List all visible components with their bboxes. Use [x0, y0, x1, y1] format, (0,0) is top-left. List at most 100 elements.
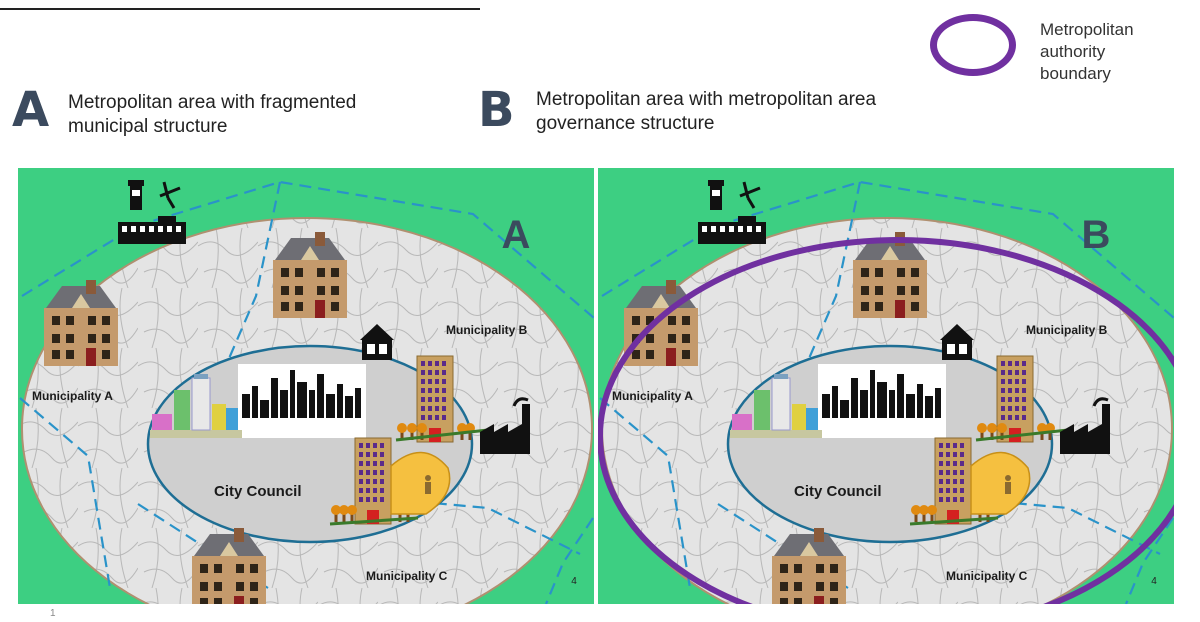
corner-number: 4	[571, 576, 577, 587]
corner-number: 4	[1151, 576, 1157, 587]
heading-a-line1: Metropolitan area with fragmented	[68, 92, 357, 113]
heading-a-line2: municipal structure	[68, 116, 228, 137]
house-window	[200, 582, 208, 591]
house-window	[295, 268, 303, 277]
label-municipality-c: Municipality C	[366, 569, 448, 583]
skyscraper-window	[1022, 379, 1026, 384]
house-chimney	[814, 528, 824, 542]
airplane-icon	[739, 181, 761, 209]
boundary-north	[601, 180, 1174, 319]
skyline-tower	[309, 390, 315, 418]
skyscraper-window	[960, 443, 964, 448]
skyscraper-window	[373, 452, 377, 457]
tree-trunk	[350, 512, 354, 522]
house-window	[331, 286, 339, 295]
terminal-roof	[738, 216, 756, 222]
factory-body	[480, 404, 530, 454]
house-door	[234, 596, 244, 604]
skyline-tower	[935, 388, 941, 418]
label-city-council: City Council	[794, 483, 882, 500]
shop-yellow	[212, 404, 226, 430]
tree	[417, 423, 427, 440]
house-window	[780, 582, 788, 591]
skyscraper-window	[380, 488, 384, 493]
skyscraper-window	[1015, 406, 1019, 411]
skyline-tower	[242, 394, 250, 418]
skyscraper-window	[946, 497, 950, 502]
house-window	[861, 268, 869, 277]
shop-green	[754, 390, 770, 430]
skyscraper-window	[428, 397, 432, 402]
skyline-tower	[271, 378, 278, 418]
tree-trunk	[986, 512, 990, 522]
tree-trunk	[930, 512, 934, 522]
skyline-tower	[851, 378, 858, 418]
tree-trunk	[342, 512, 346, 522]
skyline-tower	[345, 396, 353, 418]
park-strip-south	[909, 516, 999, 526]
house-window	[861, 286, 869, 295]
house-window	[794, 564, 802, 573]
skyscraper-window	[428, 379, 432, 384]
shops-icon	[150, 374, 242, 438]
tree-trunk	[1000, 430, 1004, 440]
house-window	[911, 268, 919, 277]
house-municipality-c	[192, 528, 266, 604]
skyscraper-window	[435, 406, 439, 411]
tree-trunk	[990, 430, 994, 440]
skyscraper-window	[939, 497, 943, 502]
skyscraper-window	[428, 361, 432, 366]
house-window	[236, 564, 244, 573]
factory-smoke	[512, 397, 529, 407]
skyscraper-window	[421, 406, 425, 411]
skyscraper-window	[1015, 415, 1019, 420]
house-window	[250, 564, 258, 573]
house-window	[66, 350, 74, 359]
skyscraper-window	[946, 488, 950, 493]
tree-canopy	[339, 505, 349, 515]
house-window	[200, 564, 208, 573]
house-window	[102, 350, 110, 359]
skyscraper-window	[960, 497, 964, 502]
library-page-left	[367, 344, 375, 354]
house-window	[911, 286, 919, 295]
skyscraper-window	[366, 470, 370, 475]
tree	[339, 505, 349, 522]
skyscraper-window	[939, 452, 943, 457]
person-head	[425, 475, 431, 481]
house-door	[814, 596, 824, 604]
house-window	[214, 598, 222, 604]
skyscraper-window	[421, 379, 425, 384]
heading-b-line2: governance structure	[536, 113, 715, 134]
house-window	[682, 334, 690, 343]
skyscraper-window	[1001, 406, 1005, 411]
tree-trunk	[1048, 430, 1052, 440]
skyline-tower	[326, 394, 335, 418]
skyline-tower	[860, 390, 868, 418]
heading-b-line1: Metropolitan area with metropolitan area	[536, 89, 877, 110]
airport-icon	[118, 180, 186, 244]
neighbourhood-icon	[970, 451, 1031, 515]
skyscraper-window	[1001, 379, 1005, 384]
skyline-tower	[897, 374, 904, 418]
skyline-tower	[355, 388, 361, 418]
house-window	[295, 302, 303, 311]
skyscraper-window	[373, 497, 377, 502]
person-body	[425, 482, 431, 494]
label-municipality-b: Municipality B	[446, 323, 528, 337]
control-tower-top	[708, 180, 724, 186]
skyscraper-window	[946, 461, 950, 466]
house-window	[830, 582, 838, 591]
boundary-north-split	[802, 181, 862, 371]
skyscraper-window	[946, 470, 950, 475]
skyscraper-window	[953, 479, 957, 484]
tree-trunk	[914, 512, 918, 522]
tree-canopy	[911, 505, 921, 515]
house-dormer	[72, 294, 90, 308]
house-chimney	[234, 528, 244, 542]
library-roof	[940, 324, 974, 340]
label-municipality-c: Municipality C	[946, 569, 1028, 583]
shop-blue	[806, 408, 818, 430]
skyscraper-window	[359, 470, 363, 475]
